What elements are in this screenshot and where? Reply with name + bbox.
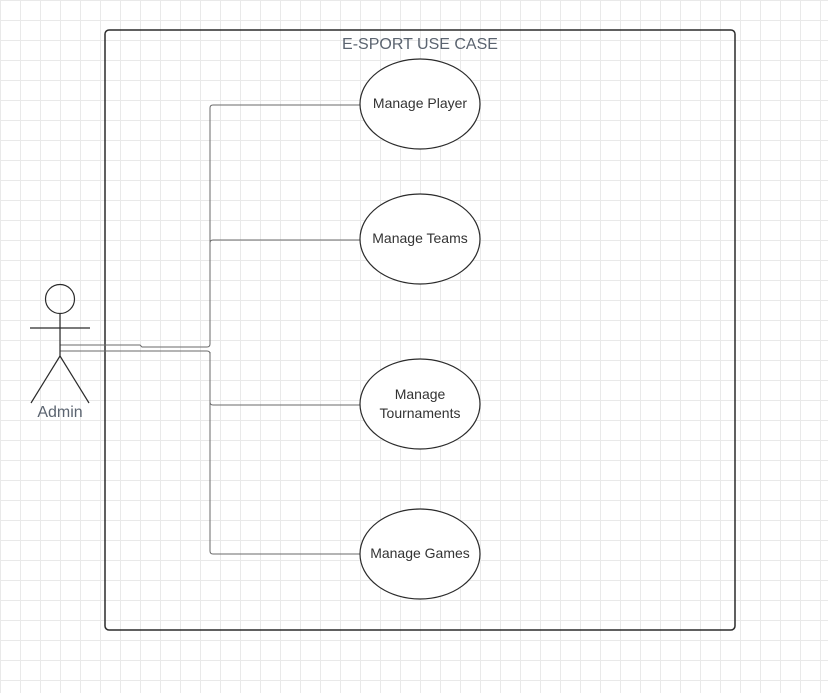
use-case-ellipse xyxy=(359,58,481,150)
actor-label: Admin xyxy=(37,404,82,421)
system-boundary[interactable] xyxy=(104,29,736,631)
use-case-label: Manage Player xyxy=(373,95,468,111)
actor-link-lower[interactable] xyxy=(60,350,211,355)
use-case-ellipse xyxy=(359,508,481,600)
use-case-manage-games[interactable]: Manage Games xyxy=(359,508,481,600)
use-case-manage-teams[interactable]: Manage Teams xyxy=(359,193,481,285)
use-case-manage-tournaments[interactable]: Manage Tournaments xyxy=(359,358,481,450)
actor-admin[interactable] xyxy=(30,283,90,404)
use-case-label-line-2: Tournaments xyxy=(380,405,461,421)
link-manage-player[interactable] xyxy=(209,104,360,344)
actor-head xyxy=(44,283,76,315)
use-case-ellipse xyxy=(359,358,481,450)
actor-link-upper[interactable] xyxy=(60,343,211,348)
association-lines xyxy=(60,104,360,555)
link-manage-tournaments[interactable] xyxy=(209,354,360,406)
use-case-manage-player[interactable]: Manage Player xyxy=(359,58,481,150)
use-case-label: Manage Games xyxy=(370,545,470,561)
use-case-label: Manage Teams xyxy=(372,230,467,246)
link-manage-games[interactable] xyxy=(209,352,360,555)
link-manage-teams[interactable] xyxy=(209,239,360,343)
actor-left-leg xyxy=(30,355,61,404)
use-case-ellipse xyxy=(359,193,481,285)
system-title: E-SPORT USE CASE xyxy=(342,36,498,53)
actor-right-leg xyxy=(59,355,90,404)
use-case-label-line-1: Manage xyxy=(395,386,446,402)
